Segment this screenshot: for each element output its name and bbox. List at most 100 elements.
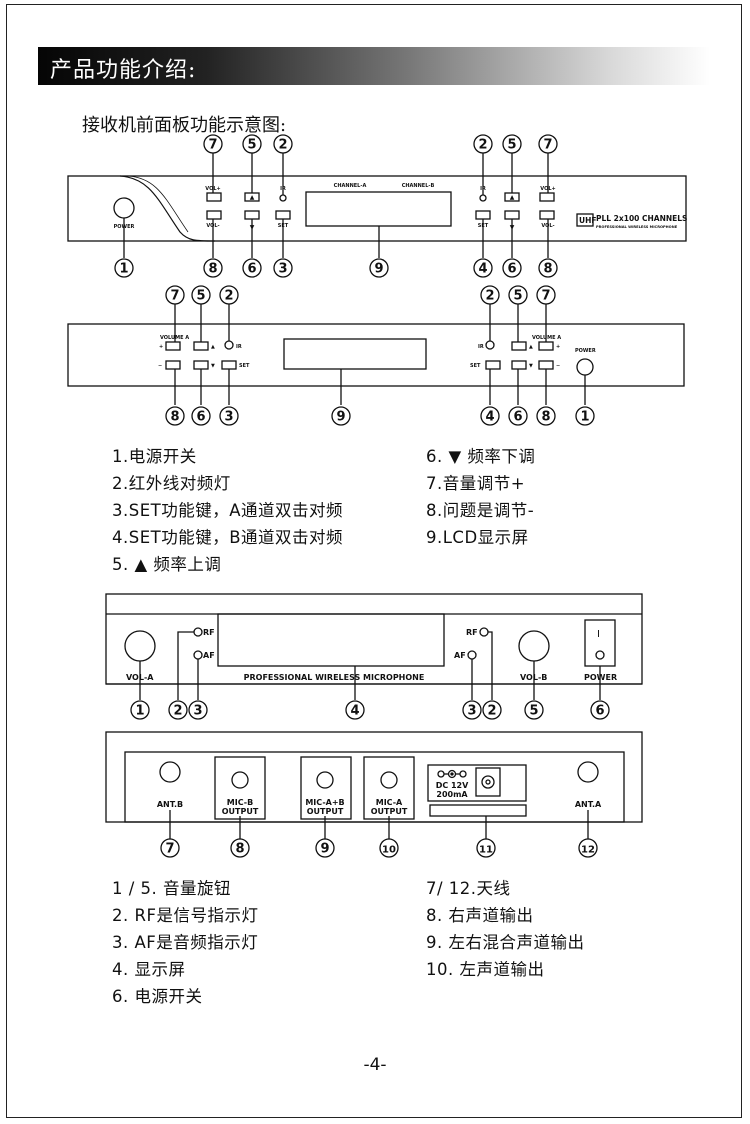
dc-jack	[481, 775, 495, 789]
ant-a-connector	[577, 761, 599, 783]
vol-plus-a-button[interactable]	[206, 192, 222, 202]
vol-plus-b-button[interactable]	[539, 192, 555, 202]
callout-circle-2	[473, 134, 493, 154]
callout-number-2: 2	[173, 704, 182, 719]
callout-circle-9	[331, 406, 351, 426]
set-label-b: SET	[478, 223, 489, 229]
vol-b-knob[interactable]	[518, 630, 550, 662]
callout-number-8: 8	[208, 262, 217, 277]
callout-number-5: 5	[507, 138, 516, 153]
vol-plus-a-button-2[interactable]	[165, 341, 181, 351]
callout-number-11: 11	[479, 845, 493, 856]
callout-circle-2	[219, 285, 239, 305]
channel-b-label: CHANNEL-B	[402, 183, 435, 189]
down-a-button-2[interactable]	[193, 360, 209, 370]
callout-number-4: 4	[485, 410, 494, 425]
set-b-button-2[interactable]	[485, 360, 501, 370]
callout-circle-5	[508, 285, 528, 305]
ir-b-led-2	[485, 340, 495, 350]
panel1-curve-inner	[127, 175, 189, 233]
mic-a-output-label: OUTPUT	[371, 807, 408, 816]
mic-ab-output-box	[300, 756, 352, 820]
callout-number-3: 3	[193, 704, 202, 719]
down-b-button[interactable]	[504, 210, 520, 220]
callout-circle-7	[165, 285, 185, 305]
callout-number-6: 6	[247, 262, 256, 277]
callout-circle-1	[114, 258, 134, 278]
callout-circle-9	[315, 838, 335, 858]
callout-circle-2	[482, 700, 502, 720]
up-b-button-2[interactable]	[511, 341, 527, 351]
ir-b-led	[479, 194, 487, 202]
mic-b-jack	[231, 771, 249, 789]
callout-circle-7	[538, 134, 558, 154]
legend-item: 1 / 5. 音量旋钮	[112, 879, 232, 898]
mic-b-label: MIC-B	[227, 798, 253, 807]
page-number: -4-	[363, 1055, 387, 1075]
callout-number-6: 6	[507, 262, 516, 277]
legend2-right: 7/ 12.天线 8. 右声道输出 9. 左右混合声道输出 10. 左声道输出	[426, 875, 585, 983]
callout-circle-6	[590, 700, 610, 720]
set-a-button[interactable]	[275, 210, 291, 220]
up-a-label-2: ▲	[211, 344, 215, 350]
vol-plus-label: VOL+	[205, 186, 220, 192]
mic-a-label: MIC-A	[376, 798, 403, 807]
legend-item: 4. 显示屏	[112, 960, 186, 979]
ir-a-label-2: IR	[236, 344, 242, 350]
rf-a-label: RF	[203, 628, 215, 637]
uhf-label: UHF	[579, 216, 597, 225]
model-label: PLL 2x100 CHANNELS	[596, 214, 687, 223]
panel1-curve	[119, 175, 216, 242]
callout-circle-4	[480, 406, 500, 426]
label-plate	[429, 804, 527, 817]
section-title: 产品功能介绍:	[50, 58, 197, 83]
power-label-2: POWER	[575, 348, 596, 354]
callout-number-4: 4	[478, 262, 487, 277]
vol-a-knob[interactable]	[124, 630, 156, 662]
minus-b-label: −	[556, 363, 560, 369]
legend-item: 6. 电源开关	[112, 987, 203, 1006]
callout-circle-8	[165, 406, 185, 426]
dc-input-box	[427, 764, 527, 802]
vol-minus-b-button-2[interactable]	[538, 360, 554, 370]
panel4-inner	[124, 751, 625, 823]
up-arrow-b-icon: ▲	[510, 194, 515, 201]
callout-number-7: 7	[165, 842, 174, 857]
panel3-tagline: PROFESSIONAL WIRELESS MICROPHONE	[244, 673, 425, 682]
vol-minus-a-button[interactable]	[206, 210, 222, 220]
power-button[interactable]	[113, 197, 135, 219]
callout-circle-6	[242, 258, 262, 278]
legend-item: 9. 左右混合声道输出	[426, 933, 585, 952]
volume-a-label: VOLUME A	[160, 335, 189, 341]
down-b-button-2[interactable]	[511, 360, 527, 370]
volume-b-label: VOLUME A	[532, 335, 561, 341]
power-button-2[interactable]	[576, 358, 594, 376]
callout-number-5: 5	[513, 289, 522, 304]
vol-plus-b-button-2[interactable]	[538, 341, 554, 351]
set-label: SET	[278, 223, 289, 229]
callout-circle-1	[575, 406, 595, 426]
uhf-logo-box	[576, 213, 594, 227]
set-a-button-2[interactable]	[221, 360, 237, 370]
ir-a-led	[279, 194, 287, 202]
down-a-button[interactable]	[244, 210, 260, 220]
vol-minus-b-button[interactable]	[539, 210, 555, 220]
vol-minus-a-button-2[interactable]	[165, 360, 181, 370]
callout-number-8: 8	[541, 410, 550, 425]
callout-number-5: 5	[247, 138, 256, 153]
ant-b-connector	[159, 761, 181, 783]
switch-label: I	[597, 629, 600, 640]
legend-item: 5. ▲ 频率上调	[112, 555, 222, 574]
callout-circle-5	[191, 285, 211, 305]
lcd-display-2	[283, 338, 427, 370]
legend-item: 1.电源开关	[112, 447, 197, 466]
up-a-button-2[interactable]	[193, 341, 209, 351]
legend-item: 8. 右声道输出	[426, 906, 534, 925]
legend2-left: 1 / 5. 音量旋钮 2. RF是信号指示灯 3. AF是音频指示灯 4. 显…	[112, 875, 258, 1010]
af-a-label: AF	[203, 651, 215, 660]
callout-circle-3	[219, 406, 239, 426]
callout-number-2: 2	[487, 704, 496, 719]
set-b-button[interactable]	[475, 210, 491, 220]
callout-number-12: 12	[581, 845, 595, 856]
